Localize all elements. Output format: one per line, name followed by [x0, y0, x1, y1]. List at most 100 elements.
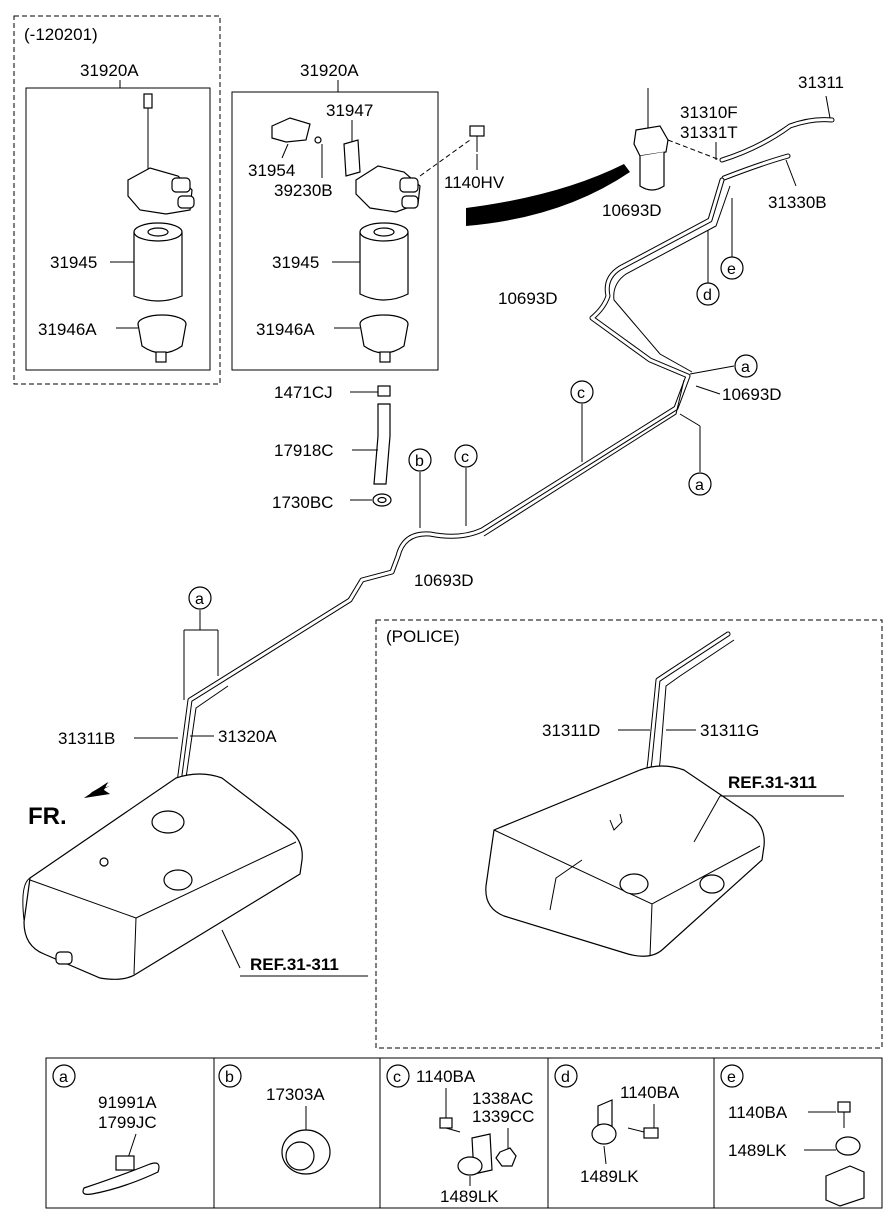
- part-label-31945-left: 31945: [50, 253, 97, 272]
- part-label-31310f: 31310F: [680, 103, 738, 122]
- fuel-filter-head-left-icon: [127, 93, 195, 215]
- part-label-31320a: 31320A: [218, 727, 277, 746]
- part-label-31945-mid: 31945: [272, 253, 319, 272]
- part-label-31311g: 31311G: [700, 721, 759, 740]
- assembly-box-left: [25, 87, 211, 371]
- grommet-ring-icon: [281, 1129, 331, 1175]
- water-sensor-cup-mid-icon: [359, 314, 409, 363]
- callout-a-lower: a: [679, 413, 712, 496]
- fuel-pump-priming-icon: [271, 117, 322, 144]
- part-label-10693d-right: 10693D: [722, 385, 782, 404]
- fuel-filter-cartridge-mid-icon: [359, 222, 409, 301]
- svg-text:e: e: [727, 1069, 736, 1086]
- svg-text:a: a: [59, 1069, 68, 1086]
- callout-c-upper: c: [570, 380, 594, 462]
- grommet-icon: [372, 493, 392, 507]
- legend-cell-b: b 17303A: [218, 1064, 331, 1175]
- clamp-bracket-icon: [439, 1117, 517, 1176]
- svg-text:d: d: [561, 1069, 570, 1086]
- legend-c-part-4: 1489LK: [440, 1187, 499, 1206]
- legend-key-c: [386, 1064, 410, 1088]
- part-label-39230b: 39230B: [274, 181, 333, 200]
- svg-text:e: e: [727, 261, 736, 278]
- callout-d: d: [696, 230, 720, 306]
- legend-c-part-2: 1338AC: [472, 1089, 533, 1108]
- legend-cell-c: c 1140BA 1338AC 1339CC 1489LK: [386, 1064, 534, 1206]
- variant-box-120201: [13, 15, 221, 385]
- hose-clamp-icon: [377, 385, 391, 397]
- part-label-1730bc: 1730BC: [272, 493, 333, 512]
- part-label-10693d-mid: 10693D: [498, 289, 558, 308]
- legend-cell-e: e 1140BA 1489LK: [720, 1064, 865, 1207]
- svg-text:a: a: [695, 477, 704, 494]
- svg-text:c: c: [577, 385, 585, 402]
- svg-text:b: b: [225, 1069, 234, 1086]
- part-label-17918c: 17918C: [274, 441, 334, 460]
- variant-box-police: [375, 619, 883, 1049]
- fuel-line-main: [175, 177, 731, 793]
- part-label-10693d-top: 10693D: [602, 201, 662, 220]
- part-label-31947: 31947: [326, 101, 373, 120]
- water-sensor-cup-left-icon: [137, 314, 187, 363]
- leader-wedge: [466, 164, 630, 226]
- variant-label-police: (POLICE): [386, 627, 460, 646]
- fuel-filter-cartridge-left-icon: [133, 222, 183, 302]
- fr-arrow-icon: [84, 782, 110, 798]
- legend-a-part-2: 1799JC: [98, 1113, 157, 1132]
- part-label-31920a-mid: 31920A: [300, 61, 359, 80]
- legend-key-e: [720, 1064, 744, 1088]
- part-label-31330b: 31330B: [768, 193, 827, 212]
- clamp-d-icon: [591, 1099, 659, 1145]
- fuel-tank-main-icon: [22, 773, 303, 980]
- legend-key-d: [554, 1064, 578, 1088]
- svg-text:c: c: [461, 449, 469, 466]
- callout-c-lower: c: [454, 444, 478, 526]
- part-label-31954: 31954: [248, 161, 295, 180]
- cable-tie-clip-icon: [82, 1155, 160, 1195]
- ref-label-police: REF.31-311: [728, 773, 817, 792]
- part-label-1140hv: 1140HV: [444, 173, 505, 192]
- svg-text:b: b: [415, 453, 424, 470]
- legend-d-part-2: 1489LK: [580, 1167, 639, 1186]
- assembly-box-mid: [231, 91, 439, 371]
- fuel-hose-icon: [373, 403, 391, 485]
- front-direction-label: FR.: [28, 803, 67, 830]
- svg-text:c: c: [393, 1069, 401, 1086]
- part-label-10693d-bottom: 10693D: [414, 571, 474, 590]
- svg-text:d: d: [703, 287, 712, 304]
- part-label-31946a-left: 31946A: [38, 320, 97, 339]
- variant-label-120201: (-120201): [24, 25, 98, 44]
- legend-key-b: [218, 1064, 242, 1088]
- legend-a-part-1: 91991A: [98, 1093, 157, 1112]
- legend-cell-d: d 1140BA 1489LK: [554, 1064, 680, 1186]
- part-label-31920a-left: 31920A: [80, 61, 139, 80]
- ref-label-main: REF.31-311: [250, 955, 339, 974]
- fuel-filter-head-mid-icon: [355, 165, 421, 213]
- part-label-31946a-mid: 31946A: [256, 320, 315, 339]
- legend-key-a: [52, 1064, 76, 1088]
- part-label-31311b: 31311B: [58, 729, 115, 748]
- legend-table: [45, 1057, 883, 1209]
- bracket-e-icon: [825, 1101, 865, 1207]
- part-label-31311d: 31311D: [542, 721, 600, 740]
- fuel-filter-top-right-icon: [633, 88, 721, 191]
- legend-cell-a: a 91991A 1799JC: [52, 1064, 160, 1195]
- part-label-31311: 31311: [798, 73, 844, 92]
- callout-a-left: a: [183, 586, 219, 700]
- callout-a-upper: a: [689, 354, 758, 378]
- svg-text:a: a: [195, 591, 204, 608]
- bolt-1140hv-icon: [469, 125, 485, 152]
- callout-e: e: [720, 198, 744, 280]
- legend-e-part-2: 1489LK: [728, 1141, 787, 1160]
- callout-b: b: [408, 448, 432, 528]
- legend-c-part-3: 1339CC: [472, 1107, 534, 1126]
- svg-text:a: a: [741, 359, 750, 376]
- legend-c-part-1: 1140BA: [416, 1067, 476, 1086]
- legend-e-part-1: 1140BA: [728, 1103, 788, 1122]
- part-label-1471cj: 1471CJ: [274, 383, 333, 402]
- part-label-31331t: 31331T: [680, 123, 738, 142]
- legend-b-part-1: 17303A: [266, 1085, 325, 1104]
- legend-d-part-1: 1140BA: [620, 1083, 680, 1102]
- bracket-icon: [343, 139, 361, 177]
